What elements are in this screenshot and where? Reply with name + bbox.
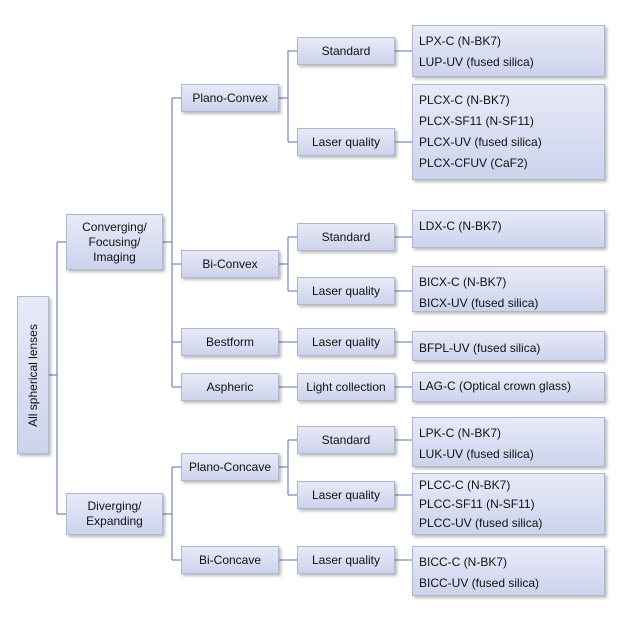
product-item: LUP-UV (fused silica) xyxy=(419,55,534,69)
product-item: LPX-C (N-BK7) xyxy=(419,34,502,48)
node-bi-concave: Bi-Concave xyxy=(181,546,279,574)
node-diverging: Diverging/ Expanding xyxy=(66,493,163,535)
products-aspheric-light-collection: LAG-C (Optical crown glass) xyxy=(412,372,605,402)
node-bi-convex-laser: Laser quality xyxy=(297,277,395,305)
node-plano-concave-laser: Laser quality xyxy=(297,481,395,509)
node-plano-convex-standard: Standard xyxy=(297,37,395,65)
node-bi-concave-laser: Laser quality xyxy=(297,546,395,574)
product-item: PLCC-UV (fused silica) xyxy=(419,516,543,530)
products-bi-convex-laser: BICX-C (N-BK7) BICX-UV (fused silica) xyxy=(412,266,605,312)
product-item: LPK-C (N-BK7) xyxy=(419,426,502,440)
products-bi-convex-standard: LDX-C (N-BK7) xyxy=(412,210,605,248)
product-item: BICC-UV (fused silica) xyxy=(419,576,540,590)
root-label: All spherical lenses xyxy=(25,323,40,427)
node-aspheric-light-collection: Light collection xyxy=(297,373,395,401)
node-bestform: Bestform xyxy=(181,328,279,356)
product-item: LUK-UV (fused silica) xyxy=(419,447,534,461)
node-converging: Converging/ Focusing/ Imaging xyxy=(66,214,163,270)
products-plano-concave-laser: PLCC-C (N-BK7) PLCC-SF11 (N-SF11) PLCC-U… xyxy=(412,473,605,535)
product-item: BFPL-UV (fused silica) xyxy=(419,341,541,355)
product-item: BICC-C (N-BK7) xyxy=(419,555,508,569)
products-bi-concave-laser: BICC-C (N-BK7) BICC-UV (fused silica) xyxy=(412,546,605,596)
node-bi-convex: Bi-Convex xyxy=(181,250,279,278)
product-item: LAG-C (Optical crown glass) xyxy=(419,379,572,393)
products-plano-convex-standard: LPX-C (N-BK7) LUP-UV (fused silica) xyxy=(412,25,605,77)
product-item: PLCX-SF11 (N-SF11) xyxy=(419,114,534,128)
node-plano-convex: Plano-Convex xyxy=(181,84,279,112)
node-bi-convex-standard: Standard xyxy=(297,223,395,251)
product-item: BICX-UV (fused silica) xyxy=(419,296,539,310)
node-aspheric: Aspheric xyxy=(181,373,279,401)
node-all-spherical-lenses: All spherical lenses xyxy=(17,296,49,454)
node-plano-concave-standard: Standard xyxy=(297,426,395,454)
product-item: PLCX-UV (fused silica) xyxy=(419,135,542,149)
product-item: PLCC-SF11 (N-SF11) xyxy=(419,497,535,511)
product-item: BICX-C (N-BK7) xyxy=(419,275,507,289)
products-bestform-laser: BFPL-UV (fused silica) xyxy=(412,331,605,361)
node-plano-convex-laser: Laser quality xyxy=(297,128,395,156)
product-item: PLCC-C (N-BK7) xyxy=(419,478,511,492)
product-item: PLCX-CFUV (CaF2) xyxy=(419,156,528,170)
products-plano-concave-standard: LPK-C (N-BK7) LUK-UV (fused silica) xyxy=(412,417,605,467)
product-item: LDX-C (N-BK7) xyxy=(419,219,502,233)
node-bestform-laser: Laser quality xyxy=(297,328,395,356)
product-item: PLCX-C (N-BK7) xyxy=(419,93,510,107)
products-plano-convex-laser: PLCX-C (N-BK7) PLCX-SF11 (N-SF11) PLCX-U… xyxy=(412,84,605,180)
node-plano-concave: Plano-Concave xyxy=(181,453,279,481)
